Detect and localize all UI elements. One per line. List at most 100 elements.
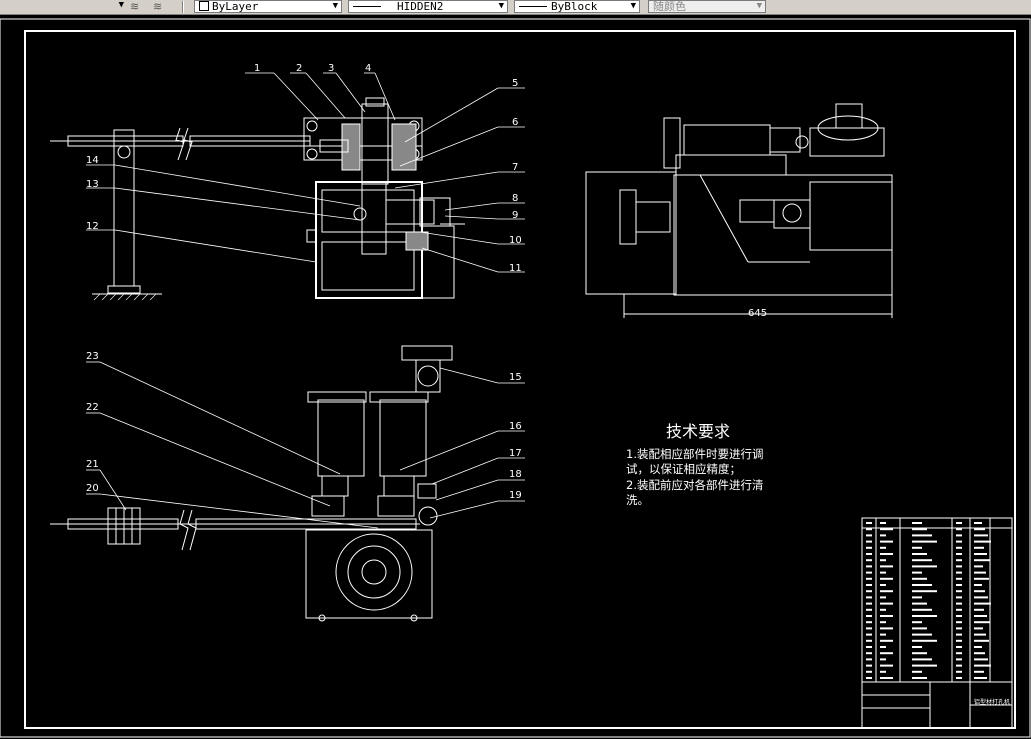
parts-list-cell (912, 522, 922, 524)
side-top-plate (675, 154, 787, 176)
parts-list-cell (974, 565, 983, 568)
parts-list-cell (866, 621, 872, 624)
layer-properties-icon[interactable]: ≋ (130, 0, 140, 13)
parts-list-cell (956, 677, 962, 679)
parts-list-cell (912, 571, 922, 574)
parts-list-cell (866, 633, 872, 636)
parts-list-cell (880, 627, 893, 630)
parts-list-cell (912, 646, 922, 648)
cylinder-end (769, 127, 801, 153)
color-swatch-icon (199, 1, 209, 11)
cad-drawing-canvas[interactable]: 1 2 3 4 5 6 7 8 9 10 11 12 13 14 15 16 1… (0, 15, 1031, 739)
parts-list-cell (880, 540, 893, 543)
roller (418, 506, 438, 526)
parts-list-cell (880, 559, 886, 562)
sheet-inner-border (24, 30, 1016, 729)
parts-list-cell (866, 590, 872, 593)
bottom-break (179, 509, 189, 551)
plotstyle-dropdown[interactable]: 随颜色▼ (648, 0, 766, 13)
label-22: 22 (86, 402, 99, 413)
linetype-dropdown-value: HIDDEN2 (397, 0, 444, 13)
motor-box (809, 181, 893, 251)
cyl-left-neck (321, 475, 349, 497)
dimension-645: 645 (748, 308, 767, 319)
parts-list-cell (866, 559, 872, 562)
parts-list-cell (912, 664, 937, 667)
label-23: 23 (86, 351, 99, 362)
housing-cavity (321, 189, 415, 233)
label-19: 19 (509, 490, 522, 501)
parts-list-cell (974, 664, 991, 667)
parts-list-cell (866, 565, 872, 568)
side-left-box (585, 171, 677, 295)
parts-list-cell (974, 584, 982, 586)
parts-list-cell (974, 670, 984, 673)
layer-states-icon[interactable]: ≋ (153, 0, 163, 13)
parts-list-cell (912, 577, 927, 580)
clamp-base (303, 145, 423, 161)
label-4: 4 (365, 63, 371, 74)
parts-list-cell (880, 553, 893, 555)
pulley-housing (809, 127, 885, 157)
parts-list-cell (974, 522, 982, 524)
parts-list-cell (880, 633, 886, 636)
label-21: 21 (86, 459, 99, 470)
parts-list-cell (956, 577, 962, 580)
parts-list-cell (974, 627, 983, 630)
label-3: 3 (328, 63, 334, 74)
support-post (113, 129, 135, 287)
parts-list-cell (956, 522, 962, 524)
parts-list-cell (974, 633, 986, 636)
parts-list-cell (956, 646, 962, 648)
foot-bolt (410, 614, 418, 622)
parts-list-cell (912, 546, 922, 549)
top-view-leaders (86, 72, 525, 273)
pulley (817, 115, 879, 141)
title-block (861, 517, 1013, 729)
diagonal-brace (699, 174, 749, 263)
parts-list-cell (912, 677, 927, 679)
parts-list-cell (880, 528, 893, 531)
parts-list-cell (956, 670, 962, 673)
parts-list-cell (956, 615, 962, 617)
color-dropdown[interactable]: ByLayer▼ (194, 0, 342, 13)
spindle-cap (365, 97, 385, 107)
parts-list-cell (912, 670, 922, 673)
parts-list-cell (974, 658, 988, 661)
parts-list-cell (956, 627, 962, 630)
parts-list-cell (974, 621, 990, 624)
parts-list-cell (880, 546, 886, 549)
parts-list-cell (956, 553, 962, 555)
cylinder-left (317, 399, 365, 477)
parts-list-frame (861, 517, 1013, 729)
parts-list-cell (956, 565, 962, 568)
parts-list-cell (866, 528, 872, 531)
label-14: 14 (86, 155, 99, 166)
parts-list-cell (912, 553, 927, 555)
nut-block (419, 197, 451, 227)
parts-list-cell (880, 584, 886, 586)
label-16: 16 (509, 421, 522, 432)
parts-list-cell (974, 646, 982, 648)
parts-list-cell (974, 615, 987, 617)
parts-list-cell (956, 652, 962, 655)
parts-list-cell (912, 565, 937, 568)
part-labels: 1 2 3 4 5 6 7 8 9 10 11 12 13 14 15 16 1… (86, 63, 1010, 706)
parts-list-cell (974, 534, 988, 537)
side-tab (306, 229, 317, 243)
parts-list-rows (866, 522, 991, 679)
label-20: 20 (86, 483, 99, 494)
left-flange (619, 189, 637, 245)
label-7: 7 (512, 162, 518, 173)
parts-list-cell (956, 658, 962, 661)
linetype-dropdown[interactable]: HIDDEN2▼ (348, 0, 508, 13)
parts-list-cell (866, 602, 872, 605)
layer-dropdown-tail[interactable]: ▼ (118, 0, 124, 10)
label-13: 13 (86, 179, 99, 190)
pivot-post (415, 359, 441, 393)
plotstyle-dropdown-value: 随颜色 (653, 0, 686, 13)
clevis (773, 199, 811, 229)
parts-list-cell (912, 615, 937, 617)
lineweight-dropdown[interactable]: ByBlock▼ (514, 0, 640, 13)
parts-list-cell (956, 664, 962, 667)
